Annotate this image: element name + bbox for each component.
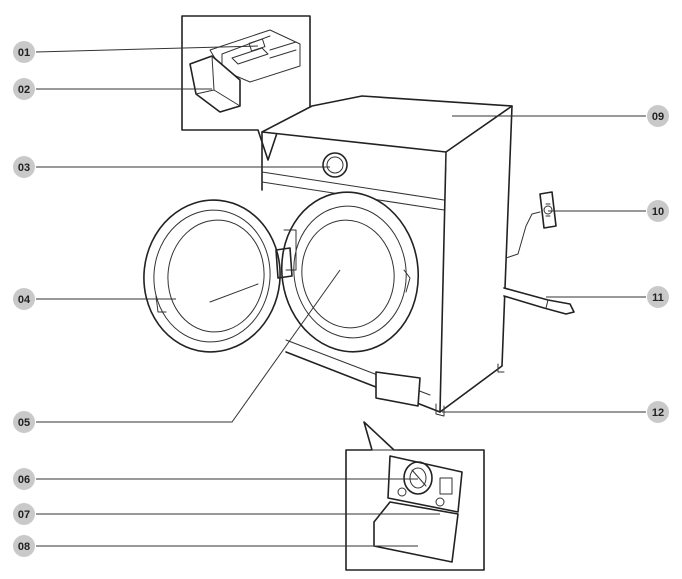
callout-03: 03 [13, 156, 35, 178]
callout-10-label: 10 [652, 206, 664, 218]
drain-hose [503, 287, 575, 315]
drum-opening [280, 191, 420, 353]
callout-04: 04 [13, 288, 35, 310]
power-plug [505, 191, 557, 259]
callout-12: 12 [647, 401, 669, 423]
callout-01: 01 [13, 41, 35, 63]
door [143, 199, 293, 353]
callout-02: 02 [13, 78, 35, 100]
callout-08: 08 [13, 535, 35, 557]
callout-05-label: 05 [18, 417, 30, 429]
filter-inset [345, 421, 485, 571]
callout-03-label: 03 [18, 162, 30, 174]
callout-05: 05 [13, 411, 35, 433]
callout-11: 11 [647, 286, 669, 308]
callout-06: 06 [13, 468, 35, 490]
callout-07: 07 [13, 503, 35, 525]
callout-01-label: 01 [18, 47, 30, 59]
callout-09: 09 [647, 105, 669, 127]
program-dial [322, 152, 348, 178]
callout-02-label: 02 [18, 84, 30, 96]
callout-06-label: 06 [18, 474, 30, 486]
callout-10: 10 [647, 200, 669, 222]
leader-lines [35, 45, 646, 547]
callout-11-label: 11 [652, 292, 664, 304]
callout-07-label: 07 [18, 509, 30, 521]
washer-body [261, 95, 513, 417]
callout-04-label: 04 [18, 294, 31, 306]
filter-cover-small [375, 371, 421, 407]
callout-08-label: 08 [18, 541, 30, 553]
callout-12-label: 12 [652, 407, 664, 419]
callout-09-label: 09 [652, 111, 664, 123]
detergent-drawer-inset [181, 15, 311, 161]
